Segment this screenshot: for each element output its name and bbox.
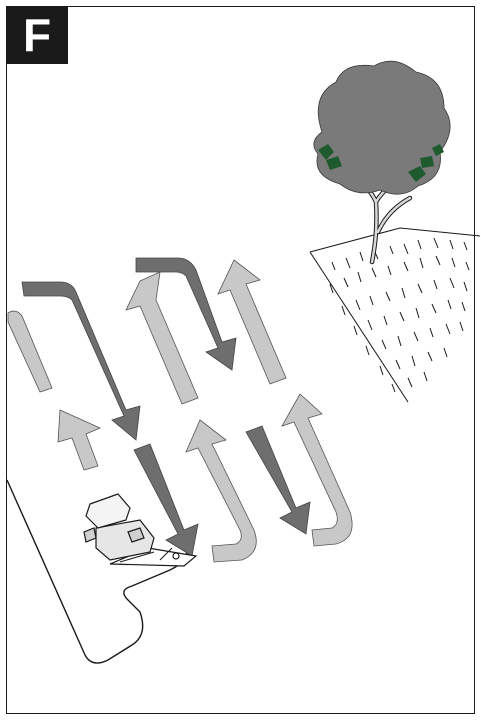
- dark-arrows: [21, 257, 311, 557]
- light-arrows: [7, 259, 353, 563]
- tree-icon: [313, 60, 451, 265]
- grass-patch-icon: [309, 227, 481, 403]
- panel-label: F: [6, 6, 68, 64]
- robotic-mower-icon: [83, 493, 198, 567]
